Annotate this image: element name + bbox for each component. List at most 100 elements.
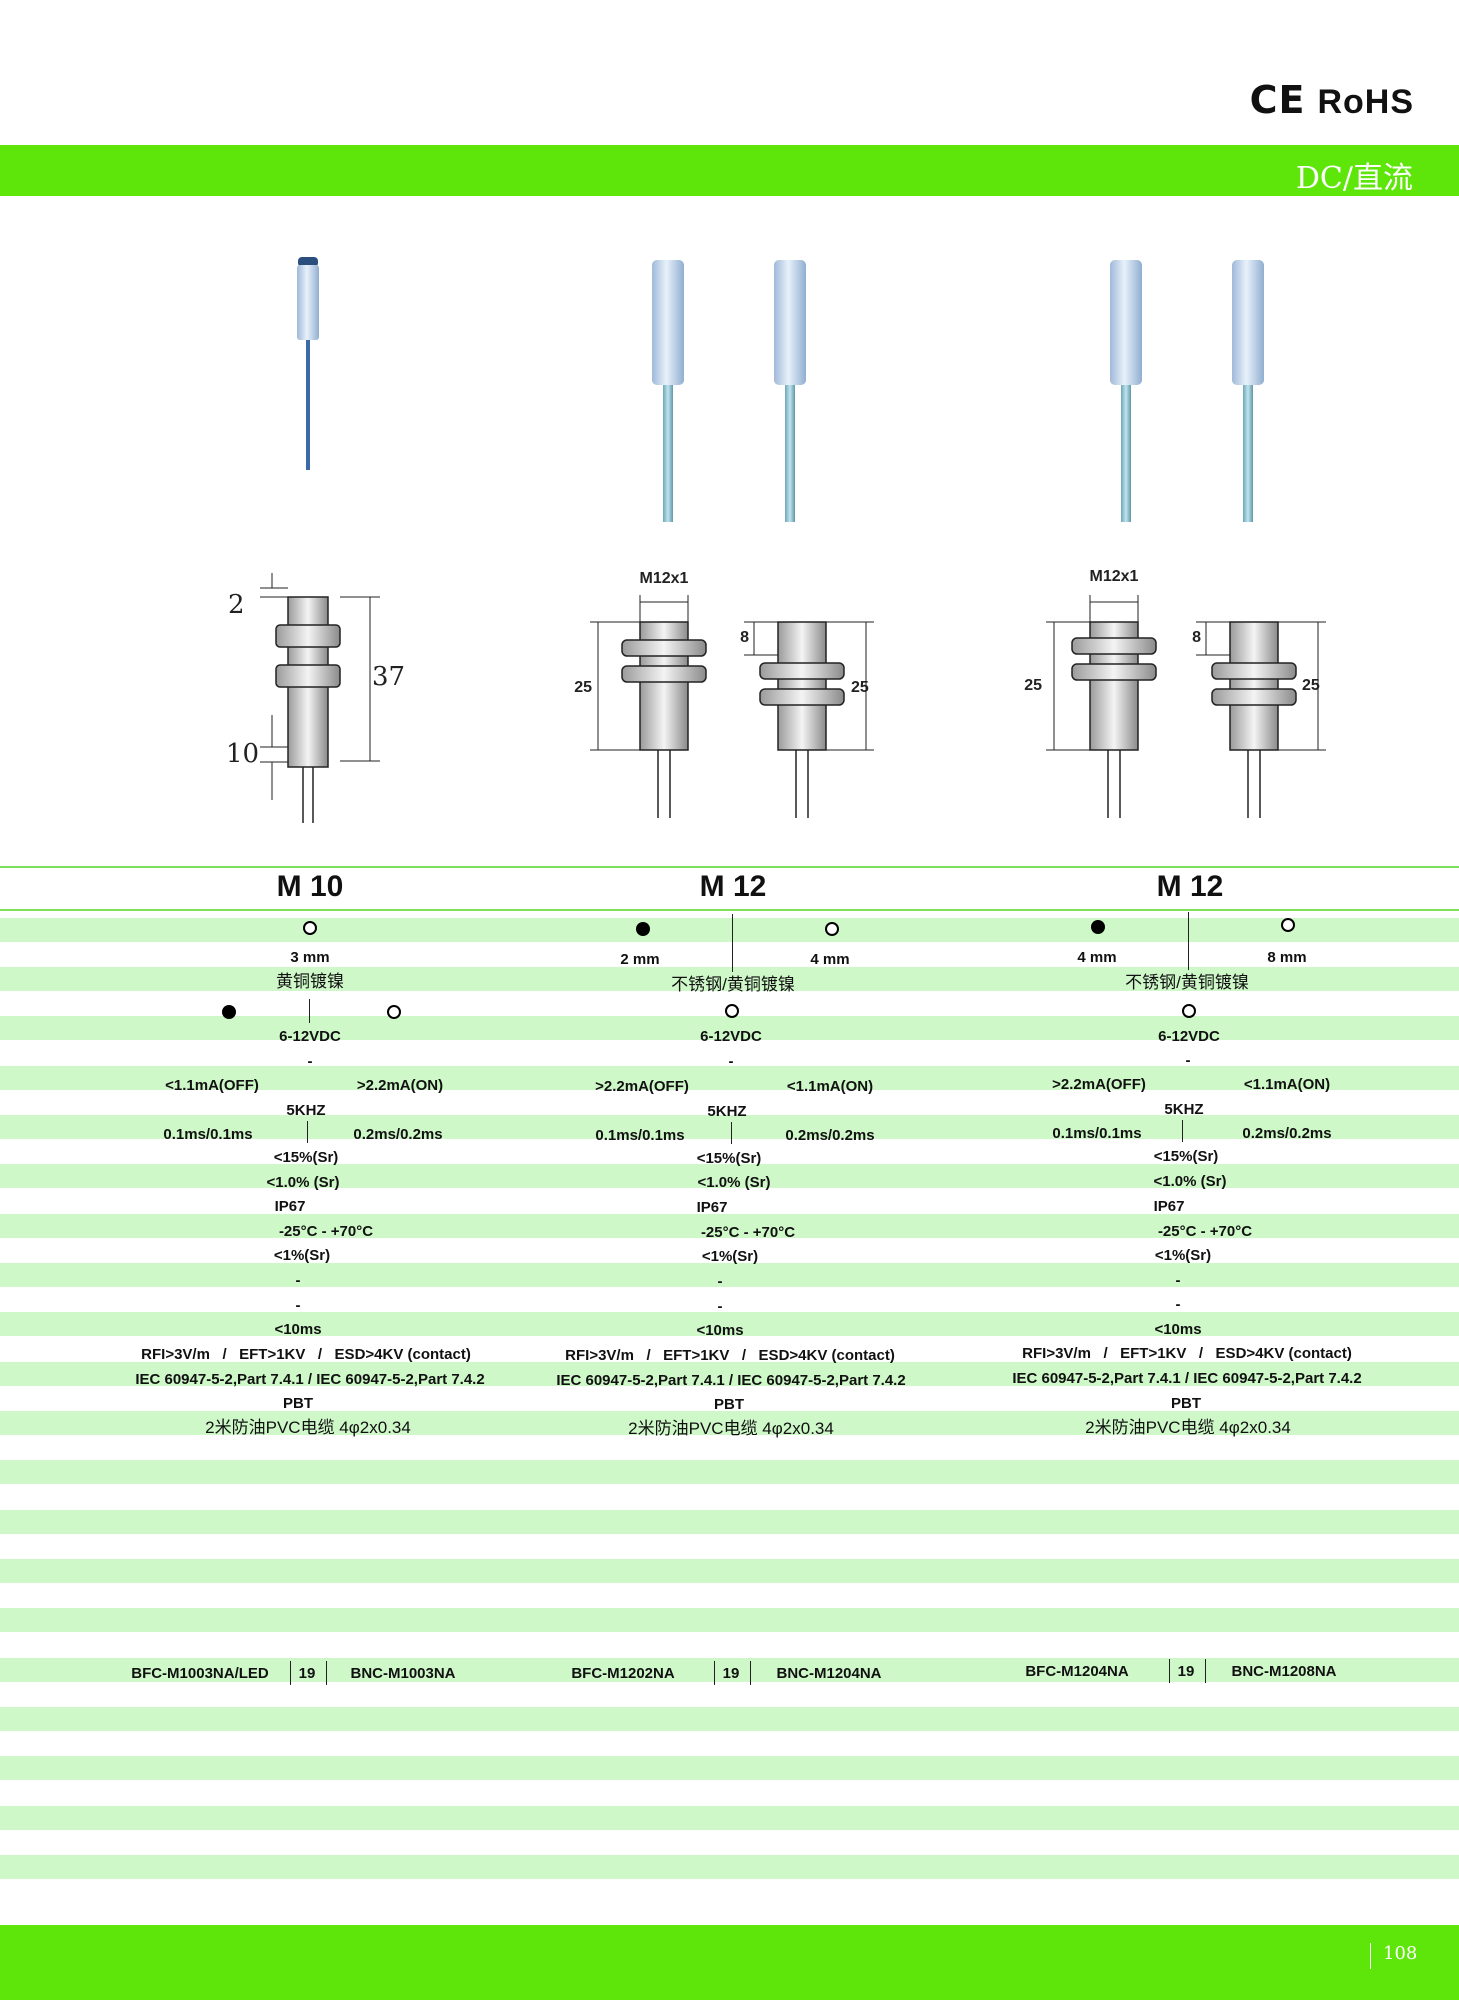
- order-code-number: 19: [722, 1665, 740, 1682]
- response-time: 0.1ms/0.1ms: [163, 1126, 253, 1143]
- model-title: M 10: [276, 870, 344, 903]
- emc-rating: RFI>3V/m / EFT>1KV / ESD>4KV (contact): [141, 1346, 471, 1363]
- spec-dash: -: [1185, 1052, 1191, 1069]
- filled-circle-marker: [636, 922, 650, 936]
- sensor-photo-m12-flush: [652, 260, 684, 522]
- dim-label: 8: [740, 629, 749, 646]
- sensor-photo-m12-nonflush-b: [1232, 260, 1264, 522]
- dim-label: 25: [574, 679, 592, 696]
- cable-spec: 2米防油PVC电缆 4φ2x0.34: [1085, 1418, 1291, 1437]
- model-title: M 12: [1156, 870, 1224, 903]
- order-code: BNC-M1003NA: [350, 1665, 456, 1682]
- ce-mark: CE: [1249, 78, 1306, 122]
- page-number: 108: [1383, 1943, 1418, 1964]
- spec-dash: -: [295, 1297, 301, 1314]
- supply-voltage: 6-12VDC: [1158, 1028, 1220, 1045]
- page-number-divider: [1370, 1943, 1371, 1969]
- sensing-distance: 3 mm: [290, 949, 330, 966]
- standard: IEC 60947-5-2,Part 7.4.1 / IEC 60947-5-2…: [1012, 1370, 1362, 1387]
- dim-label: 37: [372, 662, 405, 692]
- response-time: 0.2ms/0.2ms: [353, 1126, 443, 1143]
- standard: IEC 60947-5-2,Part 7.4.1 / IEC 60947-5-2…: [135, 1371, 485, 1388]
- column-divider: [326, 1661, 327, 1685]
- dim-label: 25: [1302, 677, 1320, 694]
- dim-label: 2: [228, 590, 245, 620]
- response-time: 0.1ms/0.1ms: [595, 1127, 685, 1144]
- open-circle-marker: [725, 1004, 739, 1018]
- column-divider: [1182, 1120, 1183, 1142]
- order-code-number: 19: [298, 1665, 316, 1682]
- rohs-mark: RoHS: [1317, 83, 1414, 121]
- spec-dash: -: [717, 1298, 723, 1315]
- spec-dash: -: [1175, 1272, 1181, 1289]
- top-banner: DC/直流: [0, 145, 1459, 196]
- temperature-drift: <1%(Sr): [1154, 1247, 1212, 1264]
- filled-circle-marker: [222, 1005, 236, 1019]
- supply-voltage: 6-12VDC: [700, 1028, 762, 1045]
- operating-temperature: -25°C - +70°C: [700, 1224, 796, 1241]
- column-divider: [750, 1661, 751, 1685]
- housing-material: 黄铜镀镍: [276, 972, 344, 991]
- temperature-drift: <1%(Sr): [701, 1248, 759, 1265]
- dim-label: M12x1: [1090, 568, 1139, 585]
- standard: IEC 60947-5-2,Part 7.4.1 / IEC 60947-5-2…: [556, 1372, 906, 1389]
- power-on-delay: <10ms: [274, 1321, 322, 1338]
- column-divider: [732, 914, 733, 972]
- page-title: DC/直流: [1295, 161, 1413, 196]
- supply-voltage: 6-12VDC: [279, 1028, 341, 1045]
- operating-temperature: -25°C - +70°C: [1157, 1223, 1253, 1240]
- repeat-accuracy: <1.0% (Sr): [1153, 1173, 1227, 1190]
- dim-label: M12x1: [640, 570, 689, 587]
- sensing-distance: 2 mm: [620, 951, 660, 968]
- open-circle-marker: [1182, 1004, 1196, 1018]
- model-title: M 12: [699, 870, 767, 903]
- dim-label: 8: [1192, 629, 1201, 646]
- spec-dash: -: [295, 1272, 301, 1289]
- column-divider: [1188, 912, 1189, 970]
- product-photos: [297, 257, 1264, 522]
- order-code: BFC-M1202NA: [571, 1665, 675, 1682]
- order-code: BFC-M1204NA: [1025, 1663, 1129, 1680]
- spec-dash: -: [717, 1273, 723, 1290]
- column-divider: [1205, 1659, 1206, 1683]
- hysteresis: <15%(Sr): [696, 1150, 762, 1167]
- sensing-distance: 4 mm: [810, 951, 850, 968]
- order-code: BFC-M1003NA/LED: [131, 1665, 269, 1682]
- dim-label: 25: [1024, 677, 1042, 694]
- temperature-drift: <1%(Sr): [273, 1247, 331, 1264]
- response-time: 0.2ms/0.2ms: [785, 1127, 875, 1144]
- open-circle-marker: [387, 1005, 401, 1019]
- hysteresis: <15%(Sr): [1153, 1148, 1219, 1165]
- housing-material: 不锈钢/黄铜镀镍: [1125, 973, 1249, 992]
- cable-spec: 2米防油PVC电缆 4φ2x0.34: [628, 1419, 834, 1438]
- switching-frequency: 5KHZ: [1164, 1101, 1204, 1118]
- drawing-m12-a: [590, 595, 874, 818]
- hysteresis: <15%(Sr): [273, 1149, 339, 1166]
- drawing-m10: [260, 573, 380, 823]
- order-code: BNC-M1204NA: [776, 1665, 882, 1682]
- current-consumption: <1.1mA(OFF): [165, 1077, 259, 1094]
- repeat-accuracy: <1.0% (Sr): [266, 1174, 340, 1191]
- certification-marks: CE RoHS: [1250, 78, 1414, 122]
- current-consumption: >2.2mA(OFF): [1052, 1076, 1146, 1093]
- open-circle-marker: [1281, 918, 1295, 932]
- header-rule: [0, 909, 1459, 911]
- spec-dash: -: [307, 1053, 313, 1070]
- repeat-accuracy: <1.0% (Sr): [697, 1174, 771, 1191]
- power-on-delay: <10ms: [1154, 1321, 1202, 1338]
- current-consumption: >2.2mA(OFF): [595, 1078, 689, 1095]
- dim-label: 25: [851, 679, 869, 696]
- current-consumption: >2.2mA(ON): [356, 1077, 444, 1094]
- column-divider: [309, 999, 310, 1023]
- housing-type: PBT: [714, 1396, 744, 1413]
- header-rule: [0, 866, 1459, 868]
- housing-type: PBT: [283, 1395, 313, 1412]
- switching-frequency: 5KHZ: [707, 1103, 747, 1120]
- emc-rating: RFI>3V/m / EFT>1KV / ESD>4KV (contact): [565, 1347, 895, 1364]
- sensing-distance: 8 mm: [1267, 949, 1307, 966]
- housing-material: 不锈钢/黄铜镀镍: [671, 975, 795, 994]
- order-code-number: 19: [1177, 1663, 1195, 1680]
- switching-frequency: 5KHZ: [286, 1102, 326, 1119]
- power-on-delay: <10ms: [696, 1322, 744, 1339]
- operating-temperature: -25°C - +70°C: [278, 1223, 374, 1240]
